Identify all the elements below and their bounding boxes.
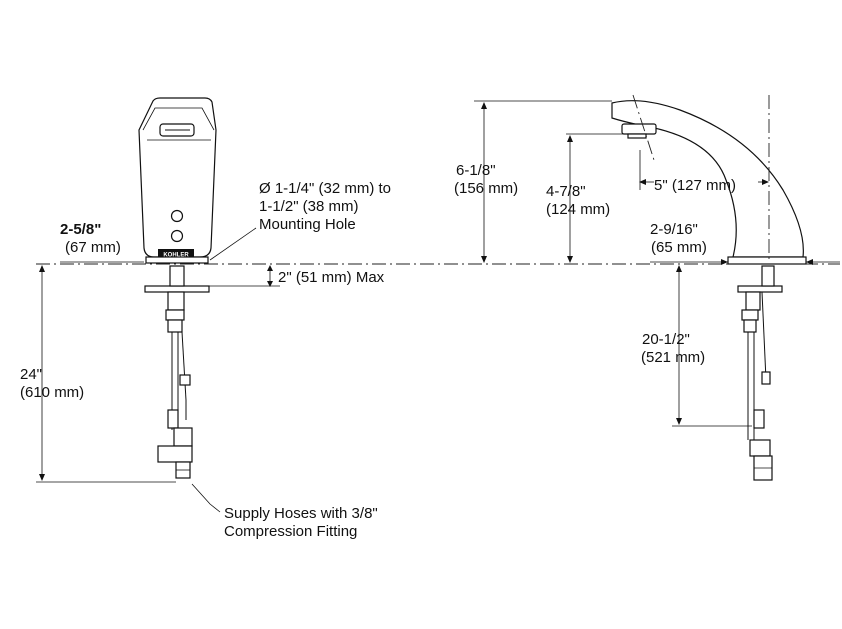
supply-note-line1: Supply Hoses with 3/8" bbox=[224, 505, 378, 522]
base-width-mm: (65 mm) bbox=[651, 239, 707, 256]
hole-note-line2: 1-1/2" (38 mm) bbox=[259, 198, 359, 215]
brand-plate bbox=[158, 249, 194, 258]
base-width-inch: 2-9/16" bbox=[650, 221, 698, 238]
side-aerator bbox=[621, 123, 657, 135]
width-dim-inch: 2-5/8" bbox=[60, 221, 101, 238]
height-dim-inch: 6-1/8" bbox=[456, 162, 496, 179]
supply-length-mm: (610 mm) bbox=[20, 384, 84, 401]
front-faucet-body bbox=[138, 97, 217, 258]
brand-logo-text: KOHLER bbox=[163, 253, 189, 259]
front-compression-fitting bbox=[157, 445, 193, 463]
supply-length-inch: 24" bbox=[20, 366, 42, 383]
front-indicator-top bbox=[170, 209, 184, 223]
supply-note-line2: Compression Fitting bbox=[224, 523, 357, 540]
hole-note-line1: Ø 1-1/4" (32 mm) to bbox=[259, 180, 391, 197]
deck-max-dim: 2" (51 mm) Max bbox=[278, 269, 385, 286]
side-mounting-plate bbox=[737, 285, 783, 293]
front-mounting-plate bbox=[144, 285, 210, 293]
reach-dim: 5" (127 mm) bbox=[654, 177, 736, 194]
height-dim-mm: (156 mm) bbox=[454, 180, 518, 197]
hole-note-line3: Mounting Hole bbox=[259, 216, 356, 233]
spout-height-inch: 4-7/8" bbox=[546, 183, 586, 200]
side-view: 6-1/8" (156 mm) 4-7/8" (124 mm) 5" (127 … bbox=[454, 94, 840, 481]
below-deck-inch: 20-1/2" bbox=[642, 331, 690, 348]
front-view: KOHLER 2-5/8" (67 mm) Ø 1-1/4" (32 mm) t… bbox=[20, 97, 391, 540]
front-indicator-bottom bbox=[170, 229, 184, 243]
spout-height-mm: (124 mm) bbox=[546, 201, 610, 218]
below-deck-mm: (521 mm) bbox=[641, 349, 705, 366]
width-dim-mm: (67 mm) bbox=[65, 239, 121, 256]
